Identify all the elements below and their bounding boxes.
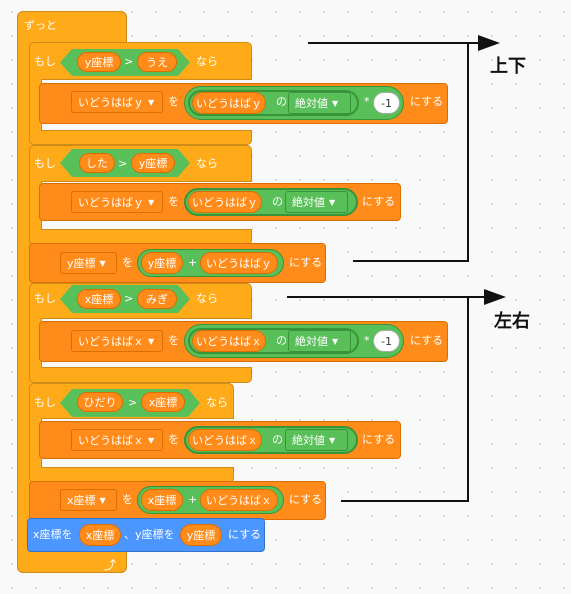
- function-dropdown[interactable]: 絶対値 ▼: [285, 429, 348, 451]
- forever-label: ずっと: [24, 19, 57, 32]
- annotation-bracket-ud-vertical: [467, 42, 469, 262]
- reporter-left[interactable]: ひだり: [77, 392, 123, 412]
- reporter-bottom[interactable]: した: [79, 153, 115, 173]
- reporter-right[interactable]: みぎ: [137, 289, 177, 309]
- to-label: を: [168, 334, 179, 347]
- annotation-bracket-lr-bottom: [341, 500, 469, 502]
- variable-dropdown[interactable]: y座標▼: [60, 252, 117, 274]
- chevron-down-icon: ▼: [329, 435, 336, 445]
- reporter-x-position[interactable]: x座標: [79, 524, 121, 546]
- set-suffix: にする: [410, 95, 444, 108]
- annotation-bracket-ud-bottom: [353, 260, 469, 262]
- reporter-y-position[interactable]: y座標: [141, 252, 183, 274]
- chevron-down-icon: ▼: [99, 495, 106, 505]
- then-keyword: なら: [196, 55, 218, 68]
- variable-dropdown[interactable]: x座標▼: [60, 489, 117, 511]
- chevron-down-icon: ▼: [148, 435, 155, 445]
- then-keyword: なら: [206, 396, 228, 409]
- if-keyword: もし: [34, 157, 56, 170]
- multiply-symbol: *: [364, 95, 370, 108]
- chevron-down-icon: ▼: [99, 258, 106, 268]
- function-dropdown[interactable]: 絶対値 ▼: [288, 330, 351, 352]
- reporter-vy[interactable]: いどうはばｙ: [200, 252, 278, 274]
- reporter-vy[interactable]: いどうはばｙ: [192, 92, 266, 114]
- variable-dropdown[interactable]: いどうはばｘ ▼: [71, 429, 163, 451]
- to-label: を: [168, 433, 179, 446]
- variable-dropdown-label: y座標: [67, 257, 96, 270]
- then-keyword: なら: [196, 157, 218, 170]
- reporter-vx[interactable]: いどうはばｘ: [188, 429, 262, 451]
- variable-dropdown[interactable]: いどうはばｙ ▼: [71, 91, 163, 113]
- set-suffix: にする: [410, 334, 444, 347]
- chevron-down-icon: ▼: [332, 98, 339, 108]
- annotation-bracket-lr-vertical: [467, 296, 469, 502]
- to-label: を: [122, 493, 133, 506]
- to-label: を: [122, 256, 133, 269]
- variable-dropdown[interactable]: いどうはばｙ ▼: [71, 191, 163, 213]
- chevron-down-icon: ▼: [332, 336, 339, 346]
- chevron-down-icon: ▼: [148, 336, 155, 346]
- reporter-y-position[interactable]: y座標: [180, 524, 222, 546]
- function-dropdown[interactable]: 絶対値 ▼: [285, 191, 348, 213]
- reporter-vx[interactable]: いどうはばｘ: [192, 330, 266, 352]
- function-dropdown[interactable]: 絶対値 ▼: [288, 92, 351, 114]
- chevron-down-icon: ▼: [329, 197, 336, 207]
- plus-symbol: +: [188, 493, 198, 506]
- arrow-right-icon: [484, 289, 506, 305]
- goto-y-label: 、y座標を: [124, 528, 175, 541]
- set-suffix: にする: [362, 195, 396, 208]
- variable-dropdown-label: いどうはばｙ: [78, 196, 144, 209]
- reporter-y-position[interactable]: y座標: [131, 153, 175, 173]
- function-dropdown-label: 絶対値: [292, 434, 325, 447]
- arrow-right-icon: [478, 35, 500, 51]
- of-label: の: [272, 195, 283, 208]
- number-input[interactable]: -1: [373, 330, 400, 352]
- operator-gt: >: [124, 292, 134, 305]
- annotation-updown: 上下: [490, 56, 526, 77]
- reporter-x-position[interactable]: x座標: [77, 289, 121, 309]
- set-suffix: にする: [289, 256, 323, 269]
- reporter-vx[interactable]: いどうはばｘ: [200, 489, 278, 511]
- loop-arrow-icon: ⤴: [104, 558, 117, 572]
- goto-x-label: x座標を: [33, 528, 73, 541]
- annotation-bracket-lr-top: [287, 296, 484, 298]
- annotation-bracket-ud-top: [308, 42, 478, 44]
- variable-dropdown[interactable]: いどうはばｘ ▼: [71, 330, 163, 352]
- of-label: の: [276, 95, 287, 108]
- operator-gt: >: [118, 157, 128, 170]
- chevron-down-icon: ▼: [148, 197, 155, 207]
- function-dropdown-label: 絶対値: [295, 97, 328, 110]
- to-label: を: [168, 95, 179, 108]
- reporter-top[interactable]: うえ: [137, 52, 177, 72]
- goto-xy-block[interactable]: [27, 518, 265, 552]
- reporter-x-position[interactable]: x座標: [141, 489, 183, 511]
- set-suffix: にする: [228, 528, 262, 541]
- reporter-y-position[interactable]: y座標: [77, 52, 121, 72]
- annotation-leftright: 左右: [494, 311, 530, 332]
- to-label: を: [168, 195, 179, 208]
- of-label: の: [272, 433, 283, 446]
- operator-gt: >: [128, 396, 138, 409]
- reporter-vy[interactable]: いどうはばｙ: [188, 191, 262, 213]
- reporter-x-position[interactable]: x座標: [141, 392, 185, 412]
- set-suffix: にする: [289, 493, 323, 506]
- of-label: の: [276, 334, 287, 347]
- variable-dropdown-label: いどうはばｘ: [78, 335, 144, 348]
- function-dropdown-label: 絶対値: [295, 335, 328, 348]
- chevron-down-icon: ▼: [148, 97, 155, 107]
- number-input[interactable]: -1: [373, 92, 400, 114]
- plus-symbol: +: [188, 256, 198, 269]
- if-keyword: もし: [34, 396, 56, 409]
- if-keyword: もし: [34, 55, 56, 68]
- if-keyword: もし: [34, 292, 56, 305]
- variable-dropdown-label: いどうはばｙ: [78, 96, 144, 109]
- then-keyword: なら: [196, 292, 218, 305]
- operator-gt: >: [124, 55, 134, 68]
- multiply-symbol: *: [364, 334, 370, 347]
- variable-dropdown-label: いどうはばｘ: [78, 434, 144, 447]
- function-dropdown-label: 絶対値: [292, 196, 325, 209]
- variable-dropdown-label: x座標: [67, 494, 96, 507]
- set-suffix: にする: [362, 433, 396, 446]
